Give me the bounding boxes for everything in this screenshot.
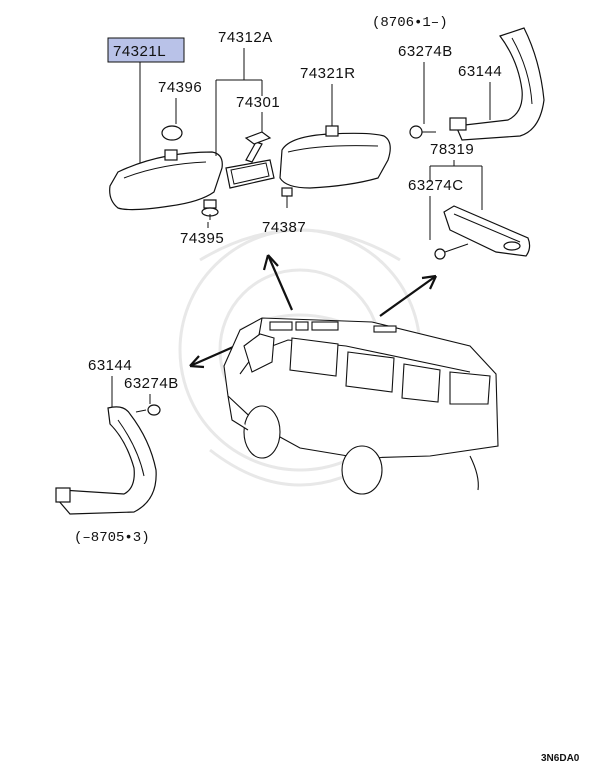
screw-74395 <box>201 199 219 220</box>
label-63274B-upper[interactable]: 63274B <box>398 43 453 60</box>
label-63144-upper[interactable]: 63144 <box>458 63 502 80</box>
label-74312A[interactable]: 74312A <box>218 29 273 46</box>
diagram-code: 3N6DA0 <box>541 753 580 764</box>
date-range-lower: (–8705•3) <box>74 530 150 546</box>
rear-view-mirror <box>225 141 275 189</box>
van-illustration <box>223 317 499 495</box>
label-74301[interactable]: 74301 <box>236 94 280 111</box>
bolt-63274C <box>434 243 469 260</box>
sun-visor-right <box>279 125 391 189</box>
label-74396[interactable]: 74396 <box>158 79 202 96</box>
label-63274C[interactable]: 63274C <box>408 177 464 194</box>
label-78319[interactable]: 78319 <box>430 141 474 158</box>
arrow-to-assist-grip-upper <box>379 275 437 317</box>
mirror-pad-74301 <box>244 131 272 145</box>
sun-visor-left <box>109 149 223 211</box>
bolt-63274B-upper <box>409 125 436 139</box>
label-74321L[interactable]: 74321L <box>113 43 166 60</box>
label-74321R[interactable]: 74321R <box>300 65 356 82</box>
assist-grip-78319 <box>443 205 531 257</box>
assist-grip-upper-63144 <box>449 27 545 141</box>
label-63144-lower[interactable]: 63144 <box>88 357 132 374</box>
label-74395[interactable]: 74395 <box>180 230 224 247</box>
label-74387[interactable]: 74387 <box>262 219 306 236</box>
bolt-63274B-lower <box>135 404 161 416</box>
assist-grip-lower-63144 <box>55 406 157 515</box>
label-63274B-lower[interactable]: 63274B <box>124 375 179 392</box>
visor-pad-74396 <box>161 125 183 141</box>
highlight-box-74321L <box>107 37 185 63</box>
screw-74387 <box>281 187 293 208</box>
arrow-to-visors <box>266 254 294 311</box>
date-range-upper: (8706•1–) <box>372 15 448 31</box>
